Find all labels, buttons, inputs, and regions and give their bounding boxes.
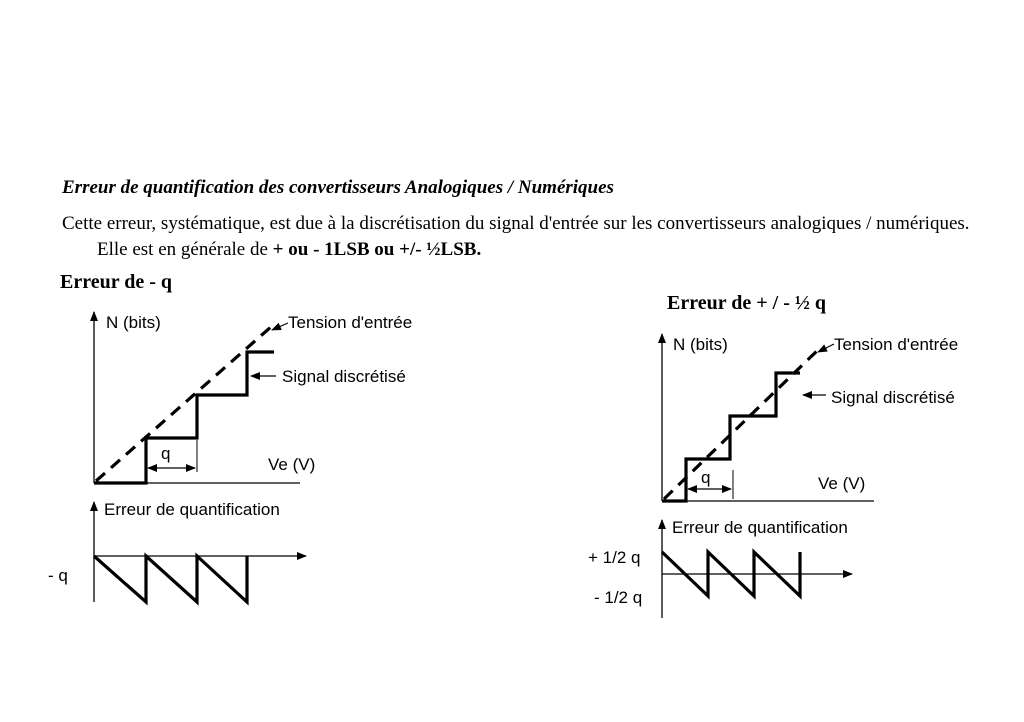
left-tension-label: Tension d'entrée (288, 313, 412, 332)
right-diagram: N (bits) Tension d'entrée Signal discrét… (588, 333, 958, 618)
left-staircase (94, 350, 274, 485)
left-error-sawtooth (92, 552, 249, 606)
paragraph-text: Cette erreur, systématique, est due à la… (62, 213, 970, 260)
right-x-label: Ve (V) (818, 474, 865, 493)
paragraph-bold: + ou - 1LSB ou +/- ½LSB. (272, 239, 482, 260)
right-error-plus: + 1/2 q (588, 548, 640, 567)
page-title: Erreur de quantification des convertisse… (62, 177, 614, 198)
right-tension-arrow (817, 343, 835, 353)
left-tension-arrow (271, 322, 289, 331)
left-q-label: q (161, 444, 170, 463)
right-error-sawtooth (660, 548, 802, 600)
description-paragraph: Cette erreur, systématique, est due à la… (62, 211, 982, 263)
right-y-label: N (bits) (673, 335, 728, 354)
right-error-minus: - 1/2 q (594, 588, 642, 607)
right-tension-label: Tension d'entrée (834, 335, 958, 354)
right-signal-label: Signal discrétisé (831, 388, 955, 407)
left-x-label: Ve (V) (268, 455, 315, 474)
right-error-label: Erreur de quantification (672, 518, 848, 537)
left-error-level: - q (48, 566, 68, 585)
left-diagram: N (bits) Tension d'entrée Signal discrét… (48, 311, 412, 606)
right-heading: Erreur de + / - ½ q (667, 292, 826, 314)
left-tension-line (94, 324, 274, 483)
left-heading: Erreur de - q (60, 271, 173, 293)
right-q-label: q (701, 468, 710, 487)
left-error-label: Erreur de quantification (104, 500, 280, 519)
right-staircase (662, 371, 800, 503)
left-signal-label: Signal discrétisé (282, 367, 406, 386)
left-y-label: N (bits) (106, 313, 161, 332)
